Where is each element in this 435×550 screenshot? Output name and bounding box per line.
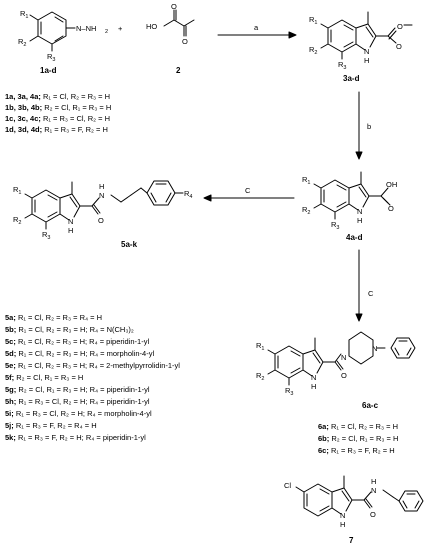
list5-row: 5f; R₂ = Cl, R₁ = R₃ = H <box>5 373 83 382</box>
h-label-3: H <box>364 56 369 65</box>
substituent-list-1: 1a, 3a, 4a; R₁ = Cl, R₂ = R₃ = H 1b, 3b,… <box>5 92 111 134</box>
list5-row: 5g; R₂ = Cl, R₁ = R₃ = H; R₄ = piperidin… <box>5 385 150 394</box>
h-label-7b: H <box>340 520 345 529</box>
structure-7 <box>295 475 424 517</box>
r4-label-5: R4 <box>184 189 192 200</box>
compound-label-7: 7 <box>349 536 354 545</box>
o-label-4: O <box>388 204 394 213</box>
list5-row: 5k; R₁ = R₃ = F, R₂ = H; R₄ = piperidin-… <box>5 433 146 442</box>
list6-row: 6c; R₁ = R₃ = F, R₂ = H <box>318 446 395 455</box>
substituent-list-6: 6a; R₁ = Cl, R₂ = R₃ = H 6b; R₂ = Cl, R₁… <box>318 422 398 455</box>
list1-row: 1b, 3b, 4b; R₂ = Cl, R₁ = R₃ = H <box>5 103 111 112</box>
list5-row: 5d; R₁ = Cl, R₂ = R₃ = H; R₄ = morpholin… <box>5 349 154 358</box>
compound-label-6a-c: 6a-c <box>362 401 379 410</box>
substituent-list-5: 5a; R₁ = Cl, R₂ = R₃ = R₄ = H 5b; R₁ = C… <box>5 313 180 442</box>
r2-label-6: R2 <box>256 371 264 382</box>
r3-label-5: R3 <box>42 230 50 241</box>
reagent-a-label: a <box>254 23 259 32</box>
o-label-7: O <box>370 510 376 519</box>
n-label-7b: N <box>340 511 345 520</box>
list5-row: 5a; R₁ = Cl, R₂ = R₃ = R₄ = H <box>5 313 102 322</box>
h-label-7a: H <box>371 477 376 486</box>
compound-label-3a-d: 3a-d <box>343 74 360 83</box>
n-label-3: N <box>364 47 369 56</box>
list1-row: 1d, 3d, 4d; R₁ = R₃ = F, R₂ = H <box>5 125 108 134</box>
structure-4a-d <box>313 171 391 220</box>
r1-label-1: R1 <box>20 9 28 20</box>
hydrazine-h-sub: 2 <box>105 29 108 35</box>
r3-label-4: R3 <box>331 220 339 231</box>
compound-label-1a-d: 1a-d <box>40 66 57 75</box>
nh-h-label-5: H <box>99 182 104 191</box>
reagent-b-label: b <box>367 122 371 131</box>
r2-label-5: R2 <box>13 215 21 226</box>
structure-5a-k <box>24 180 184 230</box>
o-label-2b: O <box>182 37 188 46</box>
n-label-5: N <box>68 217 73 226</box>
nh-label-5: N <box>99 191 104 200</box>
h-label-4: H <box>357 216 362 225</box>
r3-label-3: R3 <box>338 60 346 71</box>
h-label-6: H <box>311 382 316 391</box>
plus-sign: + <box>118 24 123 33</box>
r3-label-6: R3 <box>285 386 293 397</box>
list6-row: 6b; R₂ = Cl, R₁ = R₃ = H <box>318 434 398 443</box>
o-label-6: O <box>341 371 347 380</box>
r2-label-4: R2 <box>302 205 310 216</box>
list1-row: 1a, 3a, 4a; R₁ = Cl, R₂ = R₃ = H <box>5 92 110 101</box>
r1-label-6: R1 <box>256 341 264 352</box>
r2-label-1: R2 <box>18 37 26 48</box>
arrow-c-down-head <box>355 313 363 322</box>
compound-label-4a-d: 4a-d <box>346 233 363 242</box>
arrow-a-head <box>288 31 297 39</box>
cl-label-7: Cl <box>284 481 291 490</box>
structure-1a-d <box>29 11 76 52</box>
list5-row: 5e; R₁ = Cl, R₂ = R₃ = H; R₄ = 2-methylp… <box>5 361 180 370</box>
o-label-2a: O <box>171 2 177 11</box>
structure-6a-c <box>267 331 416 386</box>
list5-row: 5i; R₁ = R₃ = Cl, R₂ = H; R₄ = morpholin… <box>5 409 152 418</box>
n-label-6a: N <box>341 353 346 362</box>
arrow-b-head <box>355 151 363 160</box>
o-label-3a: O <box>397 22 403 31</box>
n-label-7a: N <box>371 486 376 495</box>
r2-label-3: R2 <box>309 45 317 56</box>
r1-label-4: R1 <box>302 175 310 186</box>
list5-row: 5c; R₁ = Cl, R₂ = R₃ = H; R₄ = piperidin… <box>5 337 149 346</box>
o-label-3b: O <box>396 42 402 51</box>
structure-2 <box>163 9 195 37</box>
arrow-c-left-head <box>203 194 212 202</box>
n-label-6b: N <box>372 344 377 353</box>
list1-row: 1c, 3c, 4c; R₁ = R₃ = Cl, R₂ = H <box>5 114 110 123</box>
ho-label-2: HO <box>146 22 157 31</box>
list6-row: 6a; R₁ = Cl, R₂ = R₃ = H <box>318 422 398 431</box>
hydrazine-label: N–NH <box>76 24 96 33</box>
oh-label-4: OH <box>386 180 397 189</box>
n-label-6c: N <box>311 373 316 382</box>
structure-3a-d <box>320 11 413 60</box>
list5-row: 5h; R₁ = R₃ = Cl, R₂ = H; R₄ = piperidin… <box>5 397 150 406</box>
compound-label-2: 2 <box>176 66 181 75</box>
h-label-5: H <box>68 226 73 235</box>
n-label-4: N <box>357 207 362 216</box>
reagent-c-label-2: C <box>368 289 374 298</box>
o-label-5: O <box>98 216 104 225</box>
r1-label-5: R1 <box>13 185 21 196</box>
r1-label-3: R1 <box>309 15 317 26</box>
reagent-c-label-1: C <box>245 186 251 195</box>
compound-label-5a-k: 5a-k <box>121 240 138 249</box>
r3-label-1: R3 <box>47 52 55 63</box>
list5-row: 5b; R₁ = Cl, R₂ = R₃ = H; R₄ = N(CH₃)₂ <box>5 325 134 334</box>
list5-row: 5j; R₁ = R₃ = F, R₂ = R₄ = H <box>5 421 97 430</box>
